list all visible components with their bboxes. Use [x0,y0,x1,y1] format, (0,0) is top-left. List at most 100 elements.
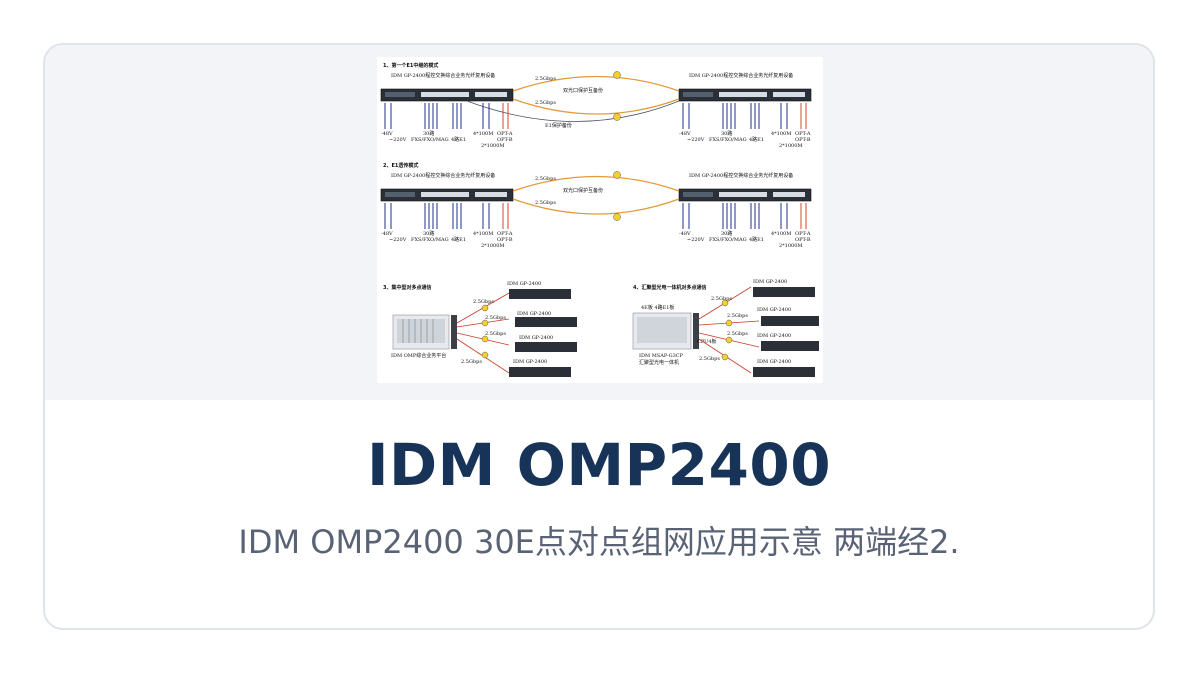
s3-speed-4: 2.5Gbps [461,359,482,365]
s3-gp-label-1: IDM GP-2400 [507,281,541,287]
s3-speed-3: 2.5Gbps [485,331,506,337]
fiber-node-icon [481,351,489,359]
port-eth1000-left-2: 2*1000M [481,243,505,249]
fiber-node-icon [613,113,621,121]
s3-gp-device-1 [509,289,571,299]
port-minus48-left-2: -48V [381,231,393,237]
port-opta-left-1: OPT-A [497,131,513,137]
fiber-node-icon [721,353,729,361]
fiber-link-top-2 [512,175,680,192]
port-eth100-left-2: 4*100M [473,231,493,237]
fiber-node-icon [481,335,489,343]
msap-device [632,312,699,350]
backup-text-2: 双光口保护互备份 [563,187,603,194]
network-diagram-image[interactable]: 1、第一个E1中继的模式 IDM GP-2400程控交换综合业务光纤复用设备 I… [377,57,823,383]
s4-gp-label-1: IDM GP-2400 [753,279,787,285]
e1-link-1 [466,100,680,122]
s3-gp-label-4: IDM GP-2400 [513,359,547,365]
s3-speed-1: 2.5Gbps [473,299,494,305]
s4-gp-device-3 [761,341,819,351]
msap-desc-label: 汇聚型光电一体机 [639,359,679,366]
e1-backup-label: E1保护备份 [545,122,572,129]
device-label-left-2: IDM GP-2400程控交换综合业务光纤复用设备 [391,172,495,179]
link-speed-top-1: 2.5Gbps [535,76,556,82]
msap-cpu-label: CPU4板 [697,338,717,345]
omp-platform-device [392,314,457,350]
s4-speed-1: 2.5Gbps [711,296,732,302]
port-eth1000-right-2: 2*1000M [779,243,803,249]
card-title: IDM OMP2400 [366,431,832,499]
section-3-heading: 3、集中型对多点通信 [383,284,431,291]
card-subtitle: IDM OMP2400 30E点对点组网应用示意 两端经2. [238,523,960,561]
s4-gp-device-1 [753,287,815,297]
port-e1-right-2: 4路E1 [749,236,764,243]
port-opta-left-2: OPT-A [497,231,513,237]
section-4-heading: 4、汇聚型光电一体机对多点通信 [633,284,706,291]
image-card: 1、第一个E1中继的模式 IDM GP-2400程控交换综合业务光纤复用设备 I… [43,43,1155,630]
fiber-node-icon [481,304,489,312]
s4-gp-device-4 [753,367,815,377]
port-220-right-1: ~220V [687,137,705,143]
backup-text-1: 双光口保护互备份 [563,87,603,94]
port-30-right-2: 30路 [721,230,732,237]
fiber-node-icon [725,336,733,344]
port-eth1000-left-1: 2*1000M [481,143,505,149]
opt-arrows-left-1 [502,103,509,129]
port-optb-right-2: OPT-B [795,237,811,243]
s4-gp-label-4: IDM GP-2400 [757,359,791,365]
s4-speed-2: 2.5Gbps [727,313,748,319]
link-speed-bottom-1: 2.5Gbps [535,100,556,106]
port-e1-right-1: 4路E1 [749,136,764,143]
s4-speed-3: 2.5Gbps [727,331,748,337]
port-fxs-left-1: FXS/FXO/MAG [411,137,449,143]
opt-arrows-right-2 [800,203,807,229]
section-1-heading: 1、第一个E1中继的模式 [383,62,438,69]
port-eth100-left-1: 4*100M [473,131,493,137]
device-right-2 [678,188,812,202]
port-arrows-left-2 [384,203,490,229]
port-opta-right-2: OPT-A [795,231,811,237]
port-220-left-2: ~220V [389,237,407,243]
fiber-link-bottom-1 [512,98,680,115]
omp-platform-label: IDM OMP综合业务平台 [391,352,446,359]
port-30-right-1: 30路 [721,130,732,137]
port-minus48-left-1: -48V [381,131,393,137]
fiber-node-icon [725,319,733,327]
fiber-node-icon [613,71,621,79]
port-220-left-1: ~220V [389,137,407,143]
port-optb-right-1: OPT-B [795,137,811,143]
fiber-node-icon [481,319,489,327]
fiber-link-top-1 [512,75,680,92]
port-arrows-left-1 [384,103,490,129]
device-left-1 [380,88,514,102]
s3-speed-2: 2.5Gbps [485,315,506,321]
port-fxs-left-2: FXS/FXO/MAG [411,237,449,243]
device-label-right-2: IDM GP-2400程控交换综合业务光纤复用设备 [689,172,793,179]
link-speed-top-2: 2.5Gbps [535,176,556,182]
device-label-right-1: IDM GP-2400程控交换综合业务光纤复用设备 [689,72,793,79]
port-opta-right-1: OPT-A [795,131,811,137]
port-arrows-right-1 [682,103,788,129]
port-eth100-right-2: 4*100M [771,231,791,237]
port-e1-left-1: 4路E1 [451,136,466,143]
port-eth100-right-1: 4*100M [771,131,791,137]
msap-board-label: 4E板 4路E1板 [641,304,674,311]
link-speed-bottom-2: 2.5Gbps [535,200,556,206]
image-area: 1、第一个E1中继的模式 IDM GP-2400程控交换综合业务光纤复用设备 I… [45,45,1153,400]
port-220-right-2: ~220V [687,237,705,243]
port-30-left-1: 30路 [423,130,434,137]
port-fxs-right-1: FXS/FXO/MAG [709,137,747,143]
device-label-left-1: IDM GP-2400程控交换综合业务光纤复用设备 [391,72,495,79]
fiber-node-icon [613,213,621,221]
fiber-link-bottom-2 [512,198,680,215]
port-optb-left-2: OPT-B [497,237,513,243]
fiber-node-icon [721,299,729,307]
s4-gp-device-2 [761,316,819,326]
port-fxs-right-2: FXS/FXO/MAG [709,237,747,243]
s4-gp-label-2: IDM GP-2400 [757,307,791,313]
port-minus48-right-2: -48V [679,231,691,237]
s3-gp-label-3: IDM GP-2400 [519,335,553,341]
device-left-2 [380,188,514,202]
port-arrows-right-2 [682,203,788,229]
s3-gp-device-4 [509,367,571,377]
